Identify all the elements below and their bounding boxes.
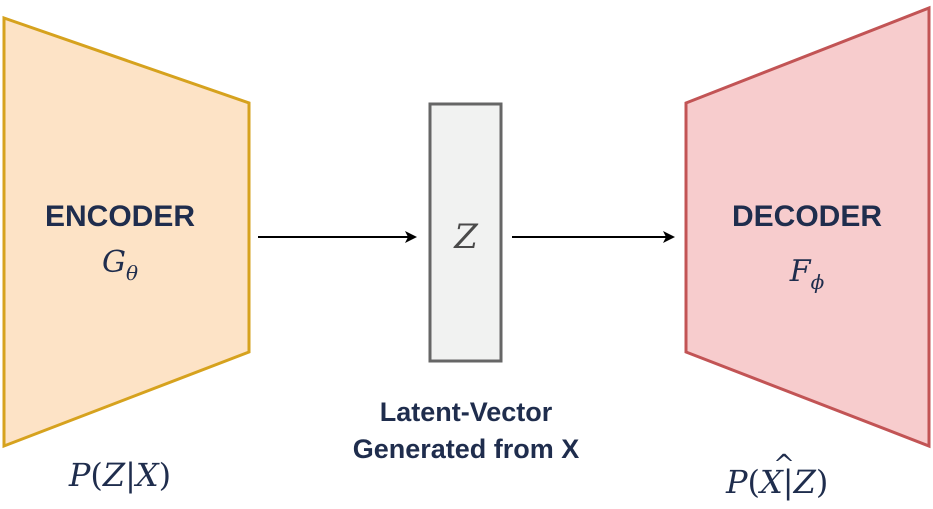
decoder-dist-open: ( <box>748 463 760 501</box>
decoder-function-symbol: F <box>789 254 812 289</box>
decoder-distribution: P(X|Z) ^ <box>725 450 828 501</box>
encoder-block <box>2 15 251 449</box>
encoder-dist-p: P <box>68 456 91 494</box>
latent-symbol: Z <box>453 217 479 257</box>
encoder-dist-bar: | <box>125 456 136 494</box>
decoder-dist-close: ) <box>816 463 828 501</box>
decoder-dist-xhat: X <box>757 463 784 501</box>
encoder-distribution: P(Z|X) <box>68 456 171 494</box>
decoder-dist-z: Z <box>793 463 817 501</box>
encoder-function-subscript: θ <box>126 261 138 285</box>
latent-vector-block <box>428 102 503 363</box>
decoder-dist-hat: ^ <box>773 450 795 480</box>
encoder-function-symbol: G <box>102 245 126 280</box>
encoder-dist-open: ( <box>90 456 102 494</box>
decoder-function-subscript: ϕ <box>811 270 825 294</box>
decoder-function: Fϕ <box>789 254 825 294</box>
decoder-block <box>684 5 931 449</box>
encoder-dist-z: Z <box>102 456 126 494</box>
encoder-function: Gθ <box>102 245 138 285</box>
encoder-dist-x: X <box>133 456 160 494</box>
latent-caption-line1: Latent-Vector <box>380 397 553 427</box>
encoder-title: ENCODER <box>45 200 195 233</box>
latent-caption-line2: Generated from X <box>353 434 580 464</box>
decoder-title: DECODER <box>732 200 882 233</box>
svg-text:P(X|Z): P(X|Z) <box>725 463 828 501</box>
encoder-dist-close: ) <box>159 456 171 494</box>
decoder-dist-p: P <box>725 463 748 501</box>
decoder-dist-bar: | <box>783 463 794 501</box>
